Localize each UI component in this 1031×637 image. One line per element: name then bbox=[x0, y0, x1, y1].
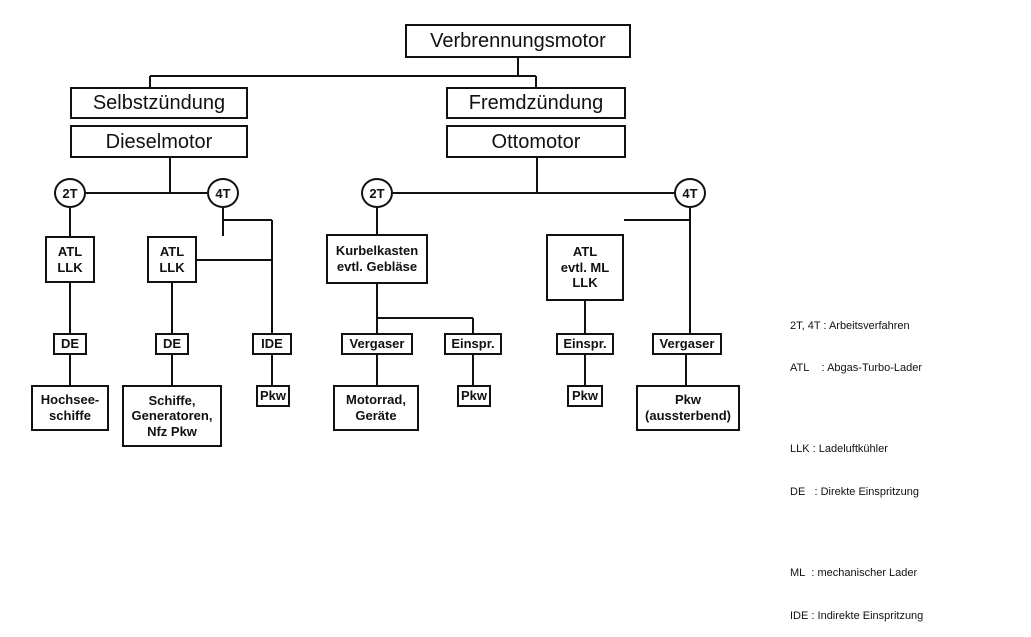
legend-entry: LLK : Ladeluftkühler bbox=[790, 443, 888, 456]
engine-label-left: Dieselmotor bbox=[105, 130, 213, 153]
charging-line: Kurbelkasten bbox=[335, 243, 419, 259]
stroke-2t-label-right: 2T bbox=[369, 185, 385, 201]
mixture-box-right-4t-b: Vergaser bbox=[652, 333, 722, 355]
use-box-left-4t-ide: Pkw bbox=[256, 385, 290, 407]
ignition-box-right: Fremdzündung bbox=[446, 87, 626, 119]
ignition-label-right: Fremdzündung bbox=[468, 92, 604, 114]
injection-label: DE bbox=[162, 336, 182, 352]
stroke-2t-label-left: 2T bbox=[62, 185, 78, 201]
engine-box-left: Dieselmotor bbox=[70, 125, 248, 158]
injection-box-left-2t: DE bbox=[53, 333, 87, 355]
use-label: Pkw bbox=[460, 388, 487, 404]
engine-label-right: Ottomotor bbox=[491, 130, 581, 153]
charging-box-right-2t: Kurbelkasten evtl. Gebläse bbox=[326, 234, 428, 284]
mixture-box-right-4t-a: Einspr. bbox=[556, 333, 614, 355]
charging-line: LLK bbox=[159, 259, 185, 275]
use-box-left-2t: Hochsee- schiffe bbox=[31, 385, 109, 431]
use-box-right-2t-b: Pkw bbox=[457, 385, 491, 407]
stroke-4t-label-left: 4T bbox=[215, 185, 231, 201]
use-label: Pkw bbox=[259, 388, 286, 404]
legend: 2T, 4T : Arbeitsverfahren ATL : Abgas-Tu… bbox=[790, 290, 923, 637]
legend-entry: DE : Direkte Einspritzung bbox=[790, 485, 919, 498]
mixture-label: Vergaser bbox=[349, 336, 405, 352]
legend-entry: IDE : Indirekte Einspritzung bbox=[790, 609, 924, 622]
use-line: Schiffe, bbox=[148, 392, 196, 408]
injection-label: DE bbox=[60, 336, 80, 352]
charging-box-left-2t: ATL LLK bbox=[45, 236, 95, 283]
injection-box-left-4t-ide: IDE bbox=[252, 333, 292, 355]
mixture-box-right-2t-a: Vergaser bbox=[341, 333, 413, 355]
use-line: (aussterbend) bbox=[645, 408, 731, 423]
stroke-2t-node-right: 2T bbox=[361, 178, 393, 208]
charging-line: evtl. Gebläse bbox=[336, 259, 418, 274]
charging-box-left-4t: ATL LLK bbox=[147, 236, 197, 283]
use-label: Pkw bbox=[571, 388, 598, 404]
root-box: Verbrennungsmotor bbox=[405, 24, 631, 58]
charging-line: ATL bbox=[57, 243, 83, 259]
charging-line: ATL bbox=[572, 244, 598, 260]
use-box-right-4t-b: Pkw (aussterbend) bbox=[636, 385, 740, 431]
ignition-box-left: Selbstzündung bbox=[70, 87, 248, 119]
mixture-label: Einspr. bbox=[563, 336, 607, 352]
stroke-4t-node-right: 4T bbox=[674, 178, 706, 208]
connector-lines bbox=[69, 58, 691, 385]
legend-entry: ATL : Abgas-Turbo-Lader bbox=[790, 362, 923, 375]
injection-label: IDE bbox=[261, 336, 283, 352]
stroke-4t-label-right: 4T bbox=[682, 185, 698, 201]
use-line: Generatoren, bbox=[131, 408, 213, 424]
charging-line: LLK bbox=[572, 275, 598, 291]
legend-entry: 2T, 4T : Arbeitsverfahren bbox=[790, 319, 910, 332]
mixture-box-right-2t-b: Einspr. bbox=[444, 333, 502, 355]
use-line: Nfz Pkw bbox=[147, 423, 197, 439]
use-box-right-4t-a: Pkw bbox=[567, 385, 603, 407]
use-line: schiffe bbox=[49, 408, 91, 423]
use-line: Pkw bbox=[674, 392, 701, 408]
charging-line: LLK bbox=[57, 259, 83, 275]
charging-line: evtl. ML bbox=[560, 259, 610, 275]
mixture-label: Einspr. bbox=[451, 336, 495, 352]
use-line: Motorrad, bbox=[346, 392, 406, 408]
charging-box-right-4t: ATL evtl. ML LLK bbox=[546, 234, 624, 301]
injection-box-left-4t-de: DE bbox=[155, 333, 189, 355]
engine-box-right: Ottomotor bbox=[446, 125, 626, 158]
use-line: Hochsee- bbox=[40, 392, 100, 408]
legend-entry: ML : mechanischer Lader bbox=[790, 567, 918, 580]
charging-line: ATL bbox=[159, 243, 185, 259]
ignition-label-left: Selbstzündung bbox=[92, 92, 226, 114]
mixture-label: Vergaser bbox=[659, 336, 715, 352]
use-box-left-4t-de: Schiffe, Generatoren, Nfz Pkw bbox=[122, 385, 222, 447]
stroke-2t-node-left: 2T bbox=[54, 178, 86, 208]
root-label: Verbrennungsmotor bbox=[430, 30, 606, 52]
use-box-right-2t-a: Motorrad, Geräte bbox=[333, 385, 419, 431]
use-line: Geräte bbox=[355, 408, 397, 423]
stroke-4t-node-left: 4T bbox=[207, 178, 239, 208]
